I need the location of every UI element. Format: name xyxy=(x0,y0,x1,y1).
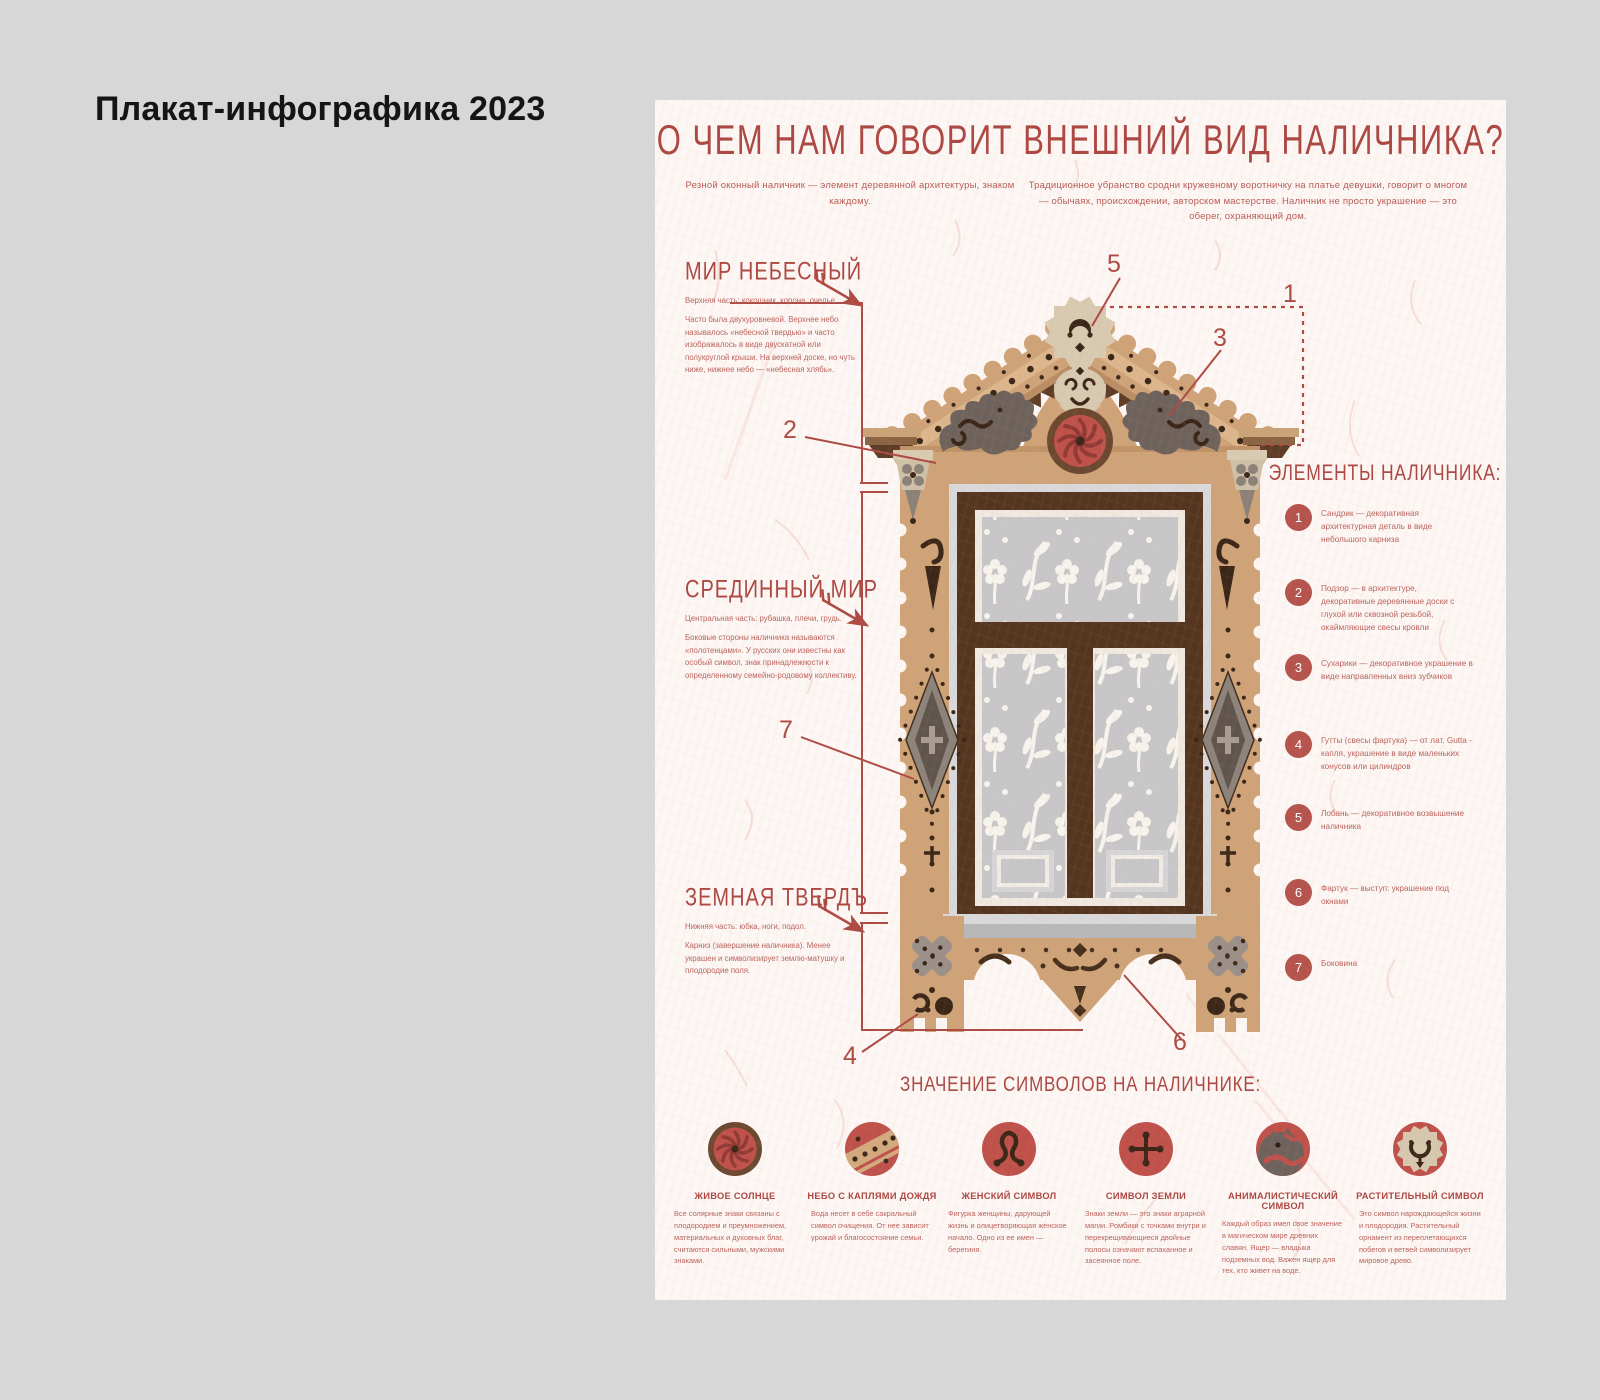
symbol-text: Фигурка женщины, дарующей жизнь и олицет… xyxy=(948,1209,1067,1254)
symbol-name: НЕБО С КАПЛЯМИ ДОЖДЯ xyxy=(807,1191,937,1201)
page-heading: Плакат-инфографика 2023 xyxy=(95,90,546,128)
world-text: Карниз (завершение наличника). Менее укр… xyxy=(685,941,845,976)
poster-title: О ЧЕМ НАМ ГОВОРИТ ВНЕШНИЙ ВИД НАЛИЧНИКА? xyxy=(656,116,1505,164)
element-text: Фартук — выступ: украшение под окнами xyxy=(1321,884,1450,907)
symbol-item-earth: СИМВОЛ ЗЕМЛИ Знаки земли — это знаки агр… xyxy=(1076,1120,1216,1267)
element-item: 7 Боковина xyxy=(1285,954,1481,981)
element-text: Гутты (свесы фартука) — от лат. Gutta - … xyxy=(1321,736,1472,772)
element-number-badge: 1 xyxy=(1285,504,1312,531)
lizard-icon xyxy=(1256,1122,1310,1176)
symbol-text: Вода несет в себе сакральный символ очищ… xyxy=(811,1209,929,1242)
callout-number: 1 xyxy=(1283,280,1297,308)
symbol-item-plant: РАСТИТЕЛЬНЫЙ СИМВОЛ Это символ нарождающ… xyxy=(1350,1120,1490,1267)
rain-icon xyxy=(845,1122,899,1176)
symbol-text: Все солярные знаки связаны с плодородием… xyxy=(674,1209,787,1266)
world-section-heavenly: МИР НЕБЕСНЫЙ Верхняя часть: кокошник, ко… xyxy=(685,258,863,384)
symbol-text: Это символ нарождающейся жизни и плодоро… xyxy=(1359,1209,1481,1266)
element-text: Лобань — декоративное возвышение налични… xyxy=(1321,809,1465,832)
female-figure-icon xyxy=(982,1122,1036,1176)
element-number-badge: 2 xyxy=(1285,579,1312,606)
element-number-badge: 4 xyxy=(1285,731,1312,758)
callout-number: 3 xyxy=(1213,324,1227,352)
element-item: 1 Сандрик — декоративная архитектурная д… xyxy=(1285,504,1481,546)
sun-icon xyxy=(708,1122,762,1176)
world-title: СРЕДИННЫЙ МИР xyxy=(685,576,878,604)
element-number-badge: 3 xyxy=(1285,654,1312,681)
element-number-badge: 6 xyxy=(1285,879,1312,906)
symbol-text: Знаки земли — это знаки аграрной магии. … xyxy=(1085,1209,1206,1266)
plant-icon xyxy=(1393,1122,1447,1176)
symbol-name: РАСТИТЕЛЬНЫЙ СИМВОЛ xyxy=(1356,1191,1484,1201)
poster: О ЧЕМ НАМ ГОВОРИТ ВНЕШНИЙ ВИД НАЛИЧНИКА?… xyxy=(655,100,1506,1300)
element-item: 3 Сухарики — декоративное украшение в ви… xyxy=(1285,654,1481,683)
world-text: Боковые стороны наличника называются «по… xyxy=(685,633,857,680)
callout-number: 4 xyxy=(843,1042,857,1070)
element-text: Сухарики — декоративное украшение в виде… xyxy=(1321,659,1473,682)
world-text: Нижняя часть: юбка, ноги, подол. xyxy=(685,922,806,931)
element-text: Сандрик — декоративная архитектурная дет… xyxy=(1321,509,1433,545)
world-title: ЗЕМНАЯ ТВЕРДЪ xyxy=(685,884,869,912)
element-item: 2 Подзор — в архитектуре, декоративные д… xyxy=(1285,579,1481,635)
annotation-lines xyxy=(730,277,1305,1053)
world-title: МИР НЕБЕСНЫЙ xyxy=(685,258,863,286)
intro-left: Резной оконный наличник — элемент деревя… xyxy=(685,180,1015,207)
symbol-name: ЖЕНСКИЙ СИМВОЛ xyxy=(961,1191,1057,1201)
callout-number: 7 xyxy=(779,716,793,744)
callout-number: 5 xyxy=(1107,250,1121,278)
element-text: Боковина xyxy=(1321,959,1358,968)
element-item: 4 Гутты (свесы фартука) — от лат. Gutta … xyxy=(1285,731,1481,773)
symbols-section-title: ЗНАЧЕНИЕ СИМВОЛОВ НА НАЛИЧНИКЕ: xyxy=(900,1072,1261,1096)
callout-number: 6 xyxy=(1173,1028,1187,1056)
symbol-name: СИМВОЛ ЗЕМЛИ xyxy=(1105,1191,1187,1201)
symbol-item-female: ЖЕНСКИЙ СИМВОЛ Фигурка женщины, дарующей… xyxy=(939,1120,1079,1255)
element-item: 5 Лобань — декоративное возвышение налич… xyxy=(1285,804,1481,833)
element-number-badge: 7 xyxy=(1285,954,1312,981)
elements-list-title: ЭЛЕМЕНТЫ НАЛИЧНИКА: xyxy=(1268,460,1502,485)
symbol-name: ЖИВОЕ СОЛНЦЕ xyxy=(694,1191,776,1201)
element-item: 6 Фартук — выступ: украшение под окнами xyxy=(1285,879,1481,908)
symbol-name: АНИМАЛИСТИЧЕСКИЙ СИМВОЛ xyxy=(1227,1191,1339,1211)
world-text: Верхняя часть: кокошник, корона, очелье. xyxy=(685,296,838,305)
earth-cross-icon xyxy=(1119,1122,1173,1176)
world-section-earthly: ЗЕМНАЯ ТВЕРДЪ Нижняя часть: юбка, ноги, … xyxy=(685,884,869,985)
world-text: Центральная часть: рубашка, плечи, грудь… xyxy=(685,614,843,623)
symbol-text: Каждый образ имел свое значение в магиче… xyxy=(1222,1219,1343,1276)
world-section-middle: СРЕДИННЫЙ МИР Центральная часть: рубашка… xyxy=(685,576,878,689)
symbol-item-animal: АНИМАЛИСТИЧЕСКИЙ СИМВОЛ Каждый образ име… xyxy=(1213,1120,1353,1277)
element-text: Подзор — в архитектуре, декоративные дер… xyxy=(1321,584,1455,633)
callout-number: 2 xyxy=(783,416,797,444)
element-number-badge: 5 xyxy=(1285,804,1312,831)
symbol-item-rain: НЕБО С КАПЛЯМИ ДОЖДЯ Вода несет в себе с… xyxy=(802,1120,942,1244)
symbol-item-sun: ЖИВОЕ СОЛНЦЕ Все солярные знаки связаны … xyxy=(665,1120,805,1267)
heading-arrows xyxy=(815,269,870,933)
world-text: Часто была двухуровневой. Верхнее небо н… xyxy=(685,315,856,375)
nalichnik-illustration xyxy=(712,159,1448,1261)
intro-right: Традиционное убранство сродни кружевному… xyxy=(1028,180,1468,223)
